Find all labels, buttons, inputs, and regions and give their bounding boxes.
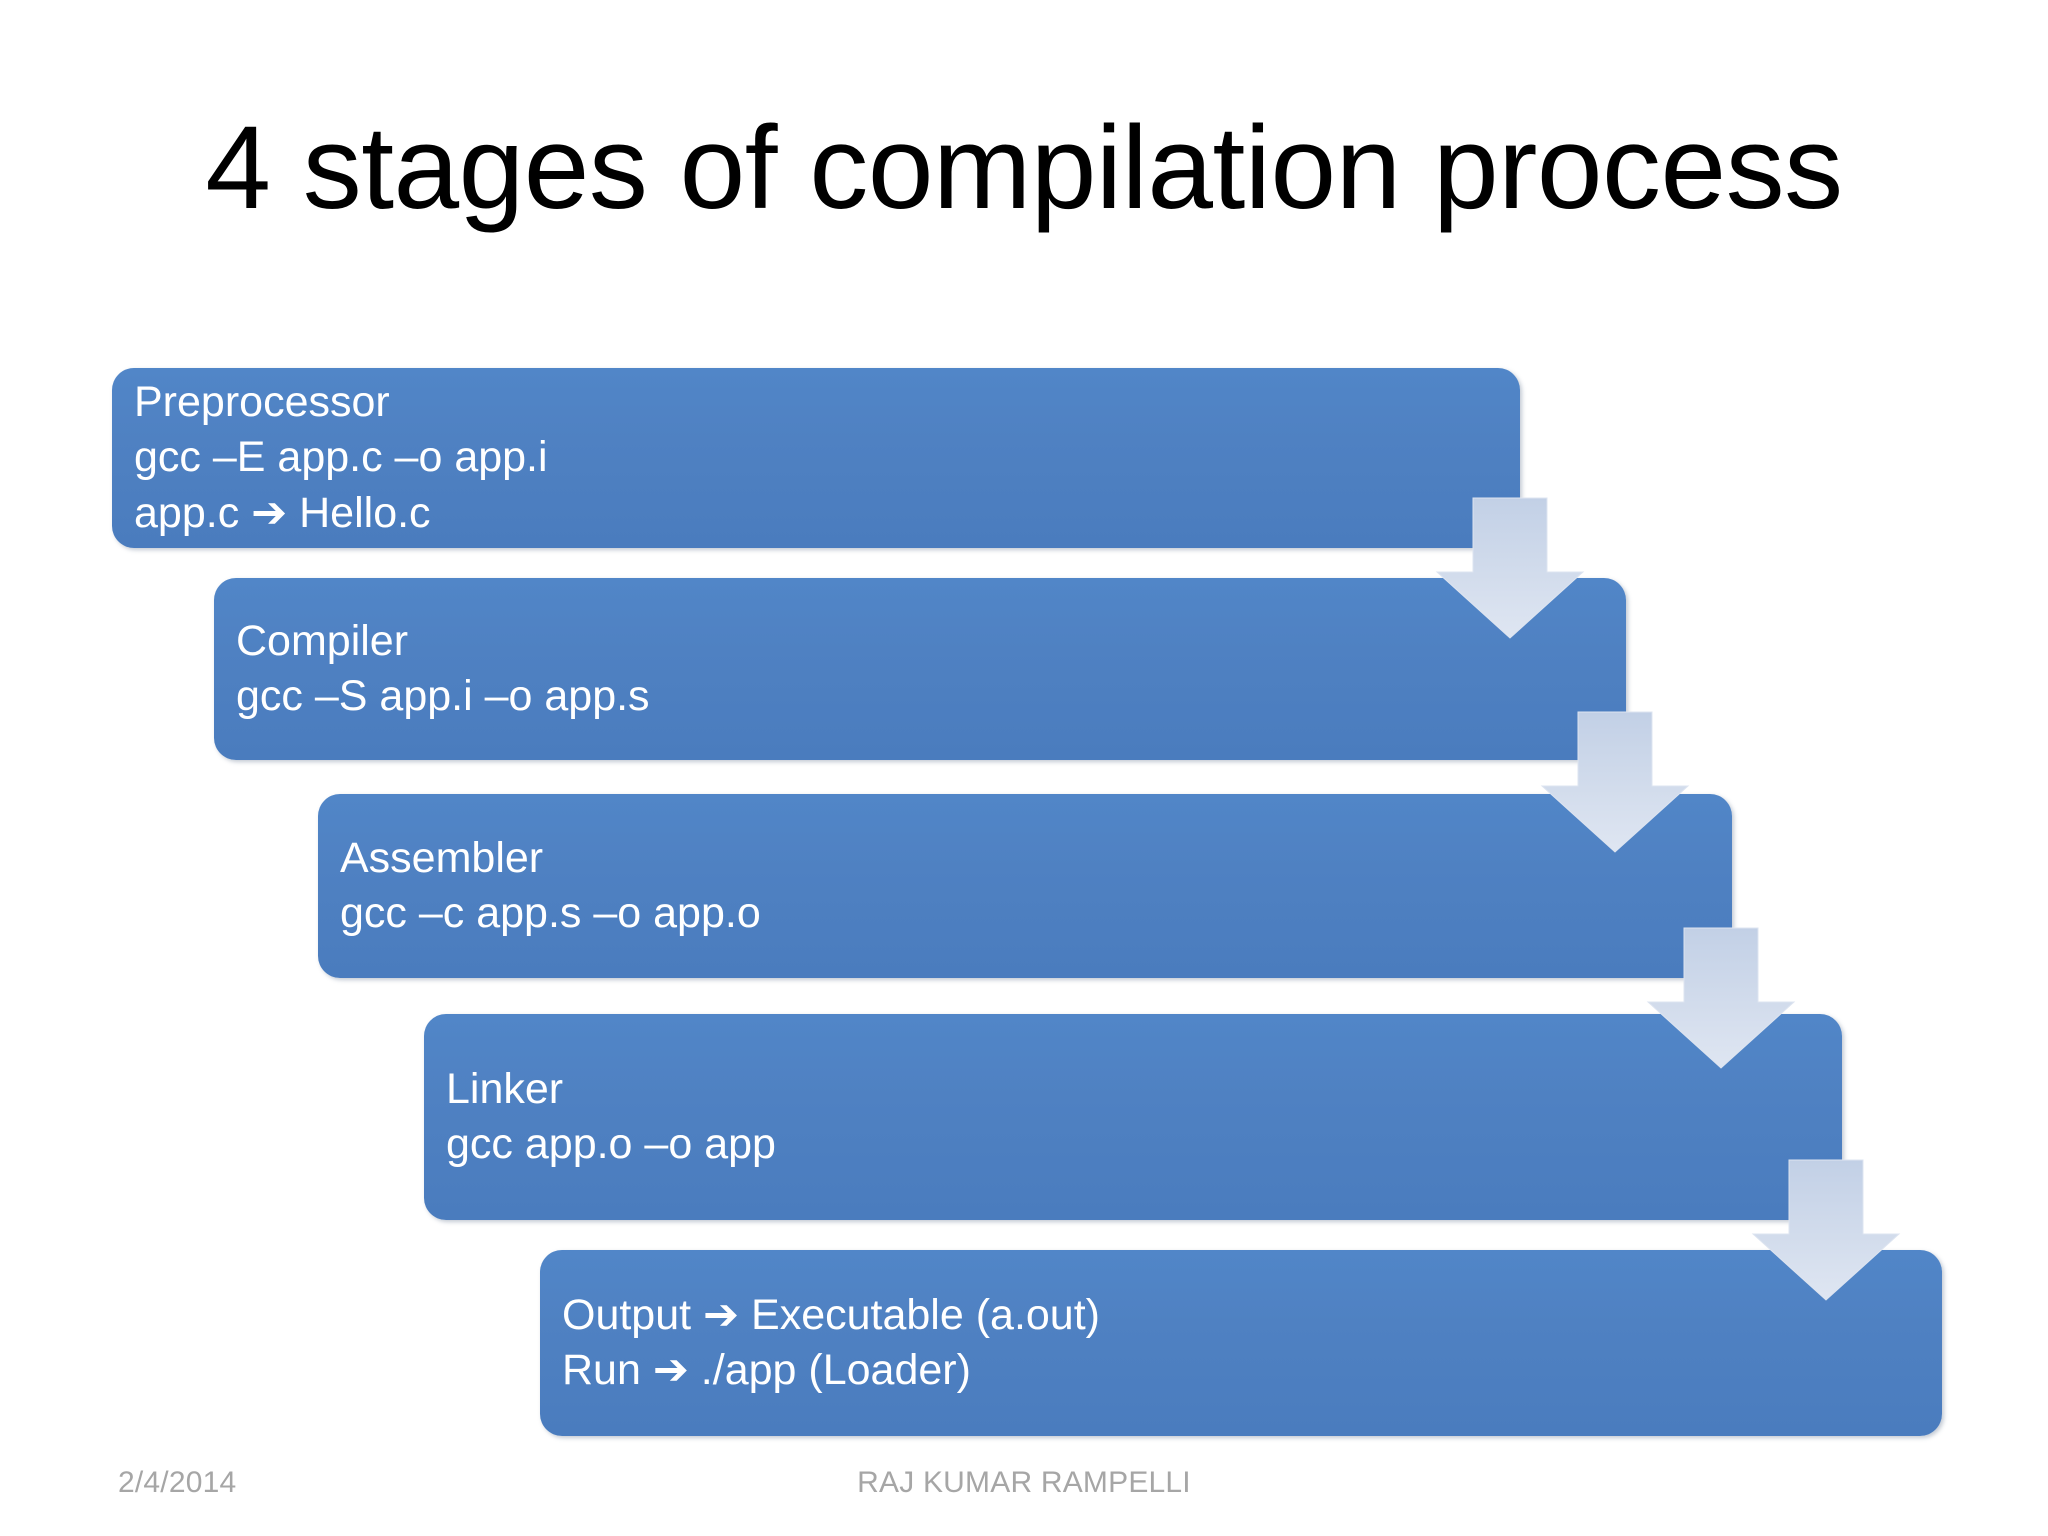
stage-box-preprocessor[interactable]: Preprocessor gcc –E app.c –o app.i app.c… [112, 368, 1520, 548]
stage-box-linker[interactable]: Linker gcc app.o –o app [424, 1014, 1842, 1220]
arrow-compiler-to-assembler [1540, 711, 1690, 853]
stage-line: gcc –E app.c –o app.i [134, 433, 548, 482]
footer-date: 2/4/2014 [118, 1466, 237, 1499]
stage-line: app.c ➔ Hello.c [134, 488, 431, 537]
stage-line: Linker [446, 1064, 564, 1113]
stage-line: Preprocessor [134, 378, 390, 427]
page-title: 4 stages of compilation process [205, 102, 1843, 234]
stage-box-assembler[interactable]: Assembler gcc –c app.s –o app.o [318, 794, 1732, 978]
stage-box-output[interactable]: Output ➔ Executable (a.out) Run ➔ ./app … [540, 1250, 1942, 1436]
stage-line: gcc –c app.s –o app.o [340, 889, 761, 937]
stage-line: Output ➔ Executable (a.out) [562, 1290, 1100, 1339]
stage-line: Run ➔ ./app (Loader) [562, 1346, 971, 1394]
stage-line: gcc –S app.i –o app.s [236, 672, 650, 720]
stage-line: gcc app.o –o app [446, 1120, 776, 1168]
arrow-preprocessor-to-compiler [1435, 497, 1585, 639]
stage-box-compiler[interactable]: Compiler gcc –S app.i –o app.s [214, 578, 1626, 760]
arrow-linker-to-output [1751, 1159, 1901, 1301]
stage-line: Assembler [340, 833, 544, 882]
stage-line: Compiler [236, 616, 409, 665]
footer-author: RAJ KUMAR RAMPELLI [857, 1466, 1191, 1499]
arrow-assembler-to-linker [1646, 927, 1796, 1069]
